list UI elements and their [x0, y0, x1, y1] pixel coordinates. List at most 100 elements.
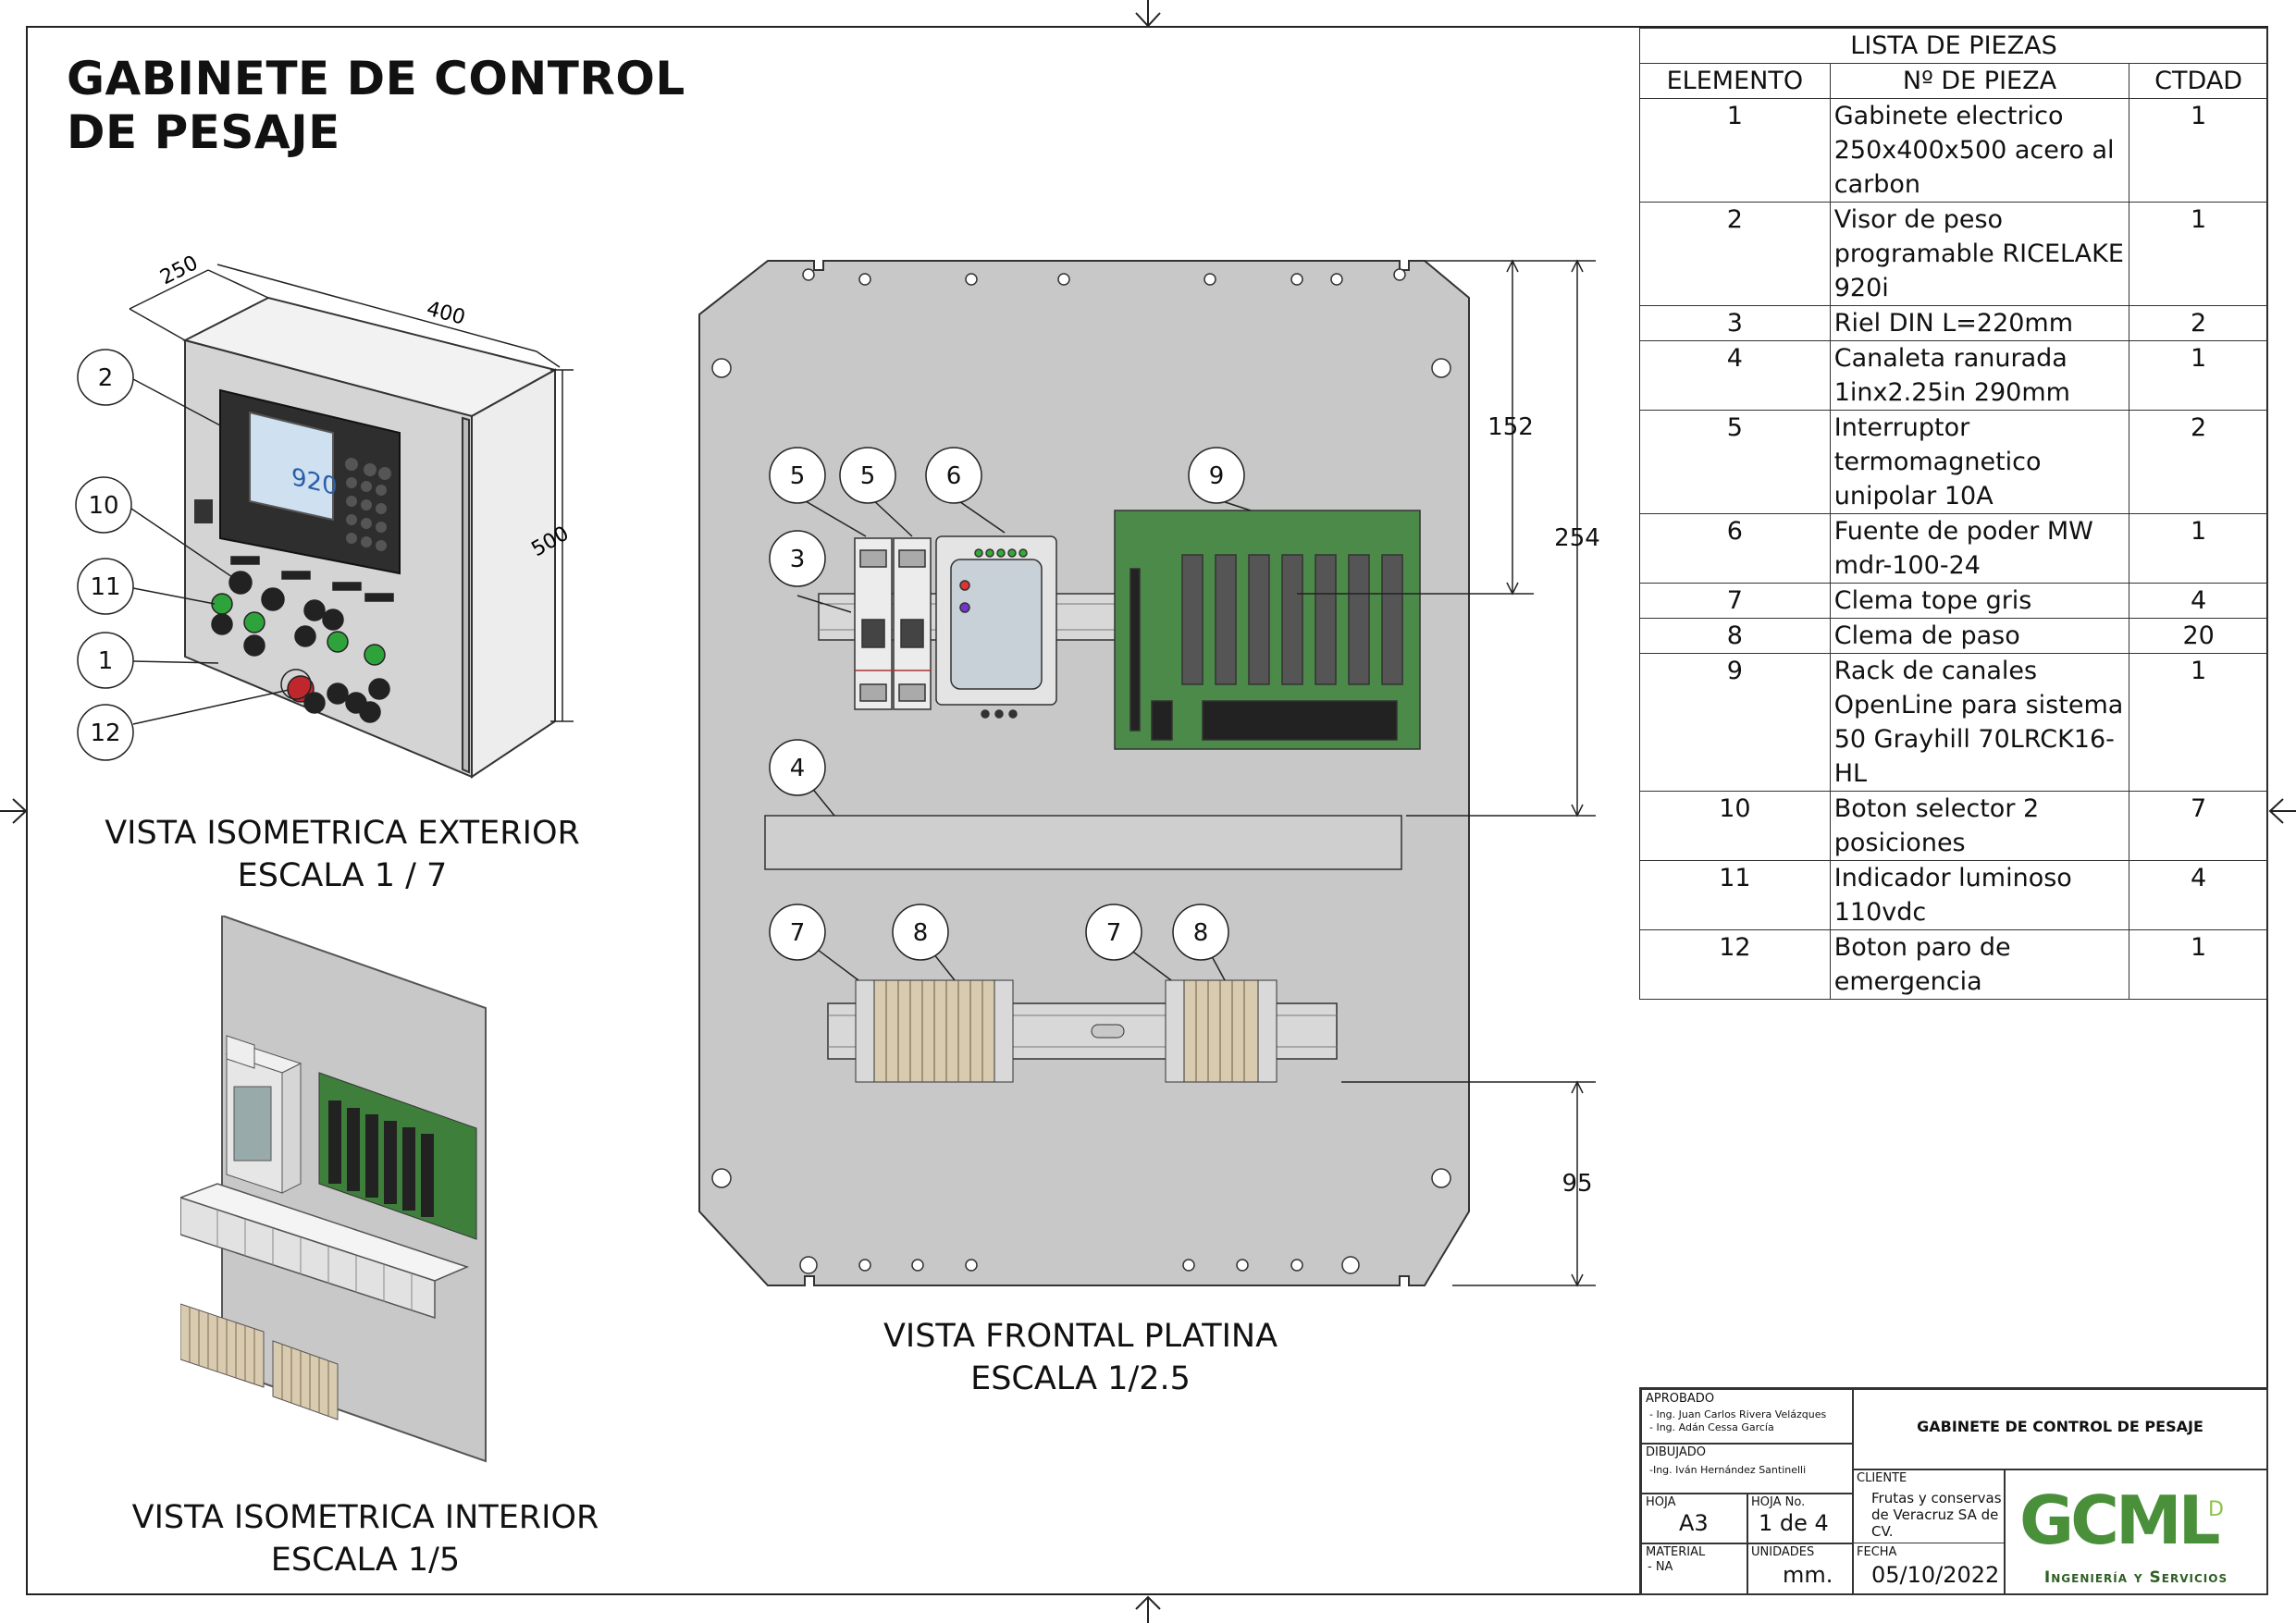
- balloon-10: [75, 476, 132, 534]
- scale-display: [249, 411, 334, 522]
- parts-qty: 4: [2129, 583, 2268, 619]
- parts-description: Boton paro de emergencia: [1829, 929, 2130, 1000]
- parts-description: Riel DIN L=220mm: [1829, 305, 2130, 341]
- balloon-plate-6-label: 6: [946, 462, 962, 490]
- iso-exterior-caption: VISTA ISOMETRICA EXTERIOR ESCALA 1 / 7: [65, 812, 620, 897]
- balloon-plate-8a: [892, 904, 949, 961]
- parts-qty: 1: [2129, 513, 2268, 584]
- parts-description-line: OpenLine para sistema: [1833, 691, 2124, 719]
- selector-switch-5: [303, 599, 326, 621]
- parts-description: Clema de paso: [1829, 618, 2130, 654]
- parts-header-qty: CTDAD: [2129, 63, 2268, 99]
- parts-item: 11: [1639, 860, 1831, 930]
- selector-switch-3: [261, 587, 285, 611]
- tb-fecha-value: 05/10/2022: [1871, 1562, 2000, 1588]
- plate-dimension-lines: [1297, 259, 1596, 1287]
- parts-description-line: termomagnetico: [1833, 448, 2042, 476]
- pilot-light-1: [211, 593, 233, 615]
- pilot-light-3: [327, 631, 349, 653]
- balloon-plate-8a-label: 8: [913, 919, 929, 947]
- parts-list-title: LISTA DE PIEZAS: [1639, 28, 2268, 64]
- tb-cliente-label: CLIENTE: [1857, 1471, 1907, 1485]
- cabinet-latch: [194, 499, 213, 523]
- iso-balloons: [75, 349, 290, 761]
- iso-interior-caption: VISTA ISOMETRICA INTERIOR ESCALA 1/5: [88, 1496, 643, 1581]
- tb-hoja-label: HOJA: [1646, 1495, 1676, 1509]
- balloon-plate-3-label: 3: [790, 546, 806, 573]
- parts-qty: 1: [2129, 929, 2268, 1000]
- parts-item: 2: [1639, 202, 1831, 306]
- parts-item: 9: [1639, 653, 1831, 792]
- parts-item: 1: [1639, 98, 1831, 203]
- parts-description: Clema tope gris: [1829, 583, 2130, 619]
- parts-qty: 1: [2129, 340, 2268, 411]
- balloon-2: [77, 349, 134, 406]
- balloon-plate-8b: [1172, 904, 1229, 961]
- parts-description-line: Interruptor: [1833, 413, 1970, 442]
- tb-material-value: - NA: [1648, 1560, 1673, 1574]
- iso-exterior-name: VISTA ISOMETRICA EXTERIOR: [105, 815, 580, 852]
- plate-balloons: [769, 447, 1252, 981]
- tb-cliente-2: de Veracruz SA de: [1871, 1506, 1999, 1523]
- balloon-plate-7b: [1085, 904, 1142, 961]
- terminal-blocks-left: [855, 979, 1014, 1083]
- parts-description-line: unipolar 10A: [1833, 482, 1994, 510]
- balloon-plate-7a: [769, 904, 826, 961]
- iso-interior-name: VISTA ISOMETRICA INTERIOR: [131, 1499, 599, 1536]
- io-rack-board: [1114, 510, 1421, 750]
- tb-dibujado-label: DIBUJADO: [1646, 1445, 1707, 1459]
- tb-aprobado-label: APROBADO: [1646, 1392, 1715, 1406]
- tb-drawing-title: GABINETE DE CONTROL DE PESAJE: [1917, 1418, 2203, 1435]
- parts-item: 8: [1639, 618, 1831, 654]
- parts-description: Interruptor termomagnetico unipolar 10A: [1829, 410, 2130, 514]
- logo-company: Ingeniería y Servicios: [2044, 1568, 2228, 1587]
- cabinet-side: [471, 368, 556, 779]
- parts-description-line: Boton paro de: [1833, 933, 2011, 962]
- balloon-plate-7a-label: 7: [790, 919, 806, 947]
- iso-dim-depth: 400: [424, 298, 467, 330]
- frontal-plate-view: 152 254 95 5 5 6 9 3 4 7 8 7 8: [698, 259, 1600, 1287]
- balloon-1-label: 1: [98, 647, 114, 675]
- interior-terminal-blocks: [180, 1303, 339, 1420]
- tb-aprobado-1: - Ing. Juan Carlos Rivera Velázques: [1649, 1408, 1827, 1420]
- parts-item: 3: [1639, 305, 1831, 341]
- plate-dim-152: 152: [1487, 413, 1534, 441]
- plate-holes: [711, 268, 1451, 1274]
- power-supply: [935, 535, 1057, 719]
- tb-aprobado: APROBADO - Ing. Juan Carlos Rivera Veláz…: [1641, 1389, 1854, 1445]
- parts-description-line: Fuente de poder MW: [1833, 517, 2093, 546]
- selector-switch-7: [294, 625, 316, 647]
- parts-description-line: emergencia: [1833, 967, 1982, 996]
- parts-description-line: mdr-100-24: [1833, 551, 1981, 580]
- iso-exterior-scale: ESCALA 1 / 7: [237, 857, 448, 894]
- parts-description-line: 920i: [1833, 274, 1889, 302]
- parts-description-line: Canaleta ranurada: [1833, 344, 2068, 373]
- tb-dibujado-value: -Ing. Iván Hernández Santinelli: [1649, 1464, 1807, 1476]
- parts-description-line: Indicador luminoso: [1833, 864, 2072, 892]
- balloon-10-label: 10: [88, 492, 118, 520]
- parts-qty: 1: [2129, 653, 2268, 792]
- tb-cliente-3: CV.: [1871, 1523, 1894, 1540]
- parts-description-line: 1inx2.25in 290mm: [1833, 378, 2070, 407]
- tb-unidades: UNIDADES mm.: [1747, 1543, 1854, 1595]
- circuit-breakers: [854, 537, 932, 710]
- parts-description: Canaleta ranurada 1inx2.25in 290mm: [1829, 340, 2130, 411]
- tb-unidades-label: UNIDADES: [1751, 1545, 1815, 1559]
- iso-interior-view: [180, 916, 487, 1463]
- title-block: APROBADO - Ing. Juan Carlos Rivera Veláz…: [1639, 1387, 2268, 1595]
- selector-switch-4: [243, 634, 265, 657]
- parts-description-line: Clema de paso: [1833, 621, 2020, 650]
- parts-description: Fuente de poder MW mdr-100-24: [1829, 513, 2130, 584]
- parts-qty: 4: [2129, 860, 2268, 930]
- tb-material-label: MATERIAL: [1646, 1545, 1706, 1559]
